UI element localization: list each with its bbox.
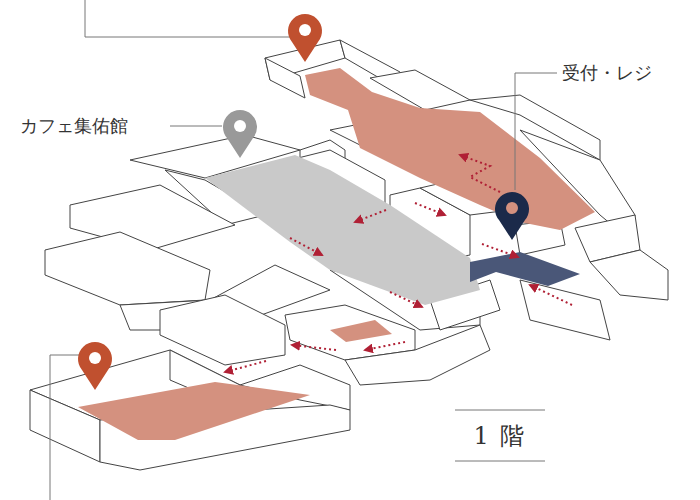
floor-label: 1 階 — [474, 422, 527, 451]
walls — [30, 40, 668, 470]
place-label: 受付・レジ — [562, 62, 652, 84]
map-pins — [78, 14, 529, 390]
floor-salmon — [330, 320, 392, 342]
corridor-grey — [205, 155, 480, 305]
floor-navy — [470, 252, 580, 286]
leader-lines — [50, 0, 557, 500]
floor-salmon — [78, 382, 310, 440]
place-label: カフェ集佑館 — [20, 115, 128, 137]
route-arrows — [225, 155, 572, 372]
